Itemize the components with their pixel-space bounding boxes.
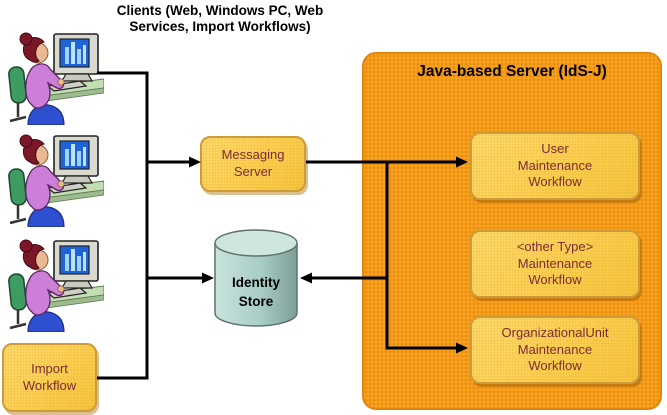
client-workstation-1 — [4, 29, 104, 125]
user-maintenance-workflow-label: User Maintenance Workflow — [517, 140, 593, 190]
other-type-maintenance-workflow-node: <other Type> Maintenance Workflow — [470, 230, 640, 298]
person-at-computer-icon — [4, 29, 104, 125]
user-maintenance-workflow-node: User Maintenance Workflow — [470, 132, 640, 200]
clients-group-title: Clients (Web, Windows PC, Web Services, … — [116, 3, 324, 35]
other-type-maintenance-workflow-label: <other Type> Maintenance Workflow — [516, 238, 594, 288]
client-trunk-line — [97, 71, 149, 380]
java-server-group: Java-based Server (IdS-J) User Maintenan… — [362, 52, 662, 410]
organizationalunit-maintenance-workflow-node: OrganizationalUnit Maintenance Workflow — [470, 316, 640, 384]
arrowhead-into-identity-right — [300, 272, 312, 284]
java-server-title: Java-based Server (IdS-J) — [417, 63, 607, 80]
identity-store-node: Identity Store — [213, 228, 299, 328]
messaging-server-label: Messaging Server — [221, 147, 285, 179]
import-workflow-node: Import Workflow — [2, 343, 97, 412]
client-workstation-2 — [4, 131, 104, 227]
client-workstation-3 — [4, 236, 104, 332]
identity-store-label: Identity Store — [231, 275, 280, 309]
import-workflow-label: Import Workflow — [22, 360, 77, 393]
person-at-computer-icon — [4, 131, 104, 227]
person-at-computer-icon — [4, 236, 104, 332]
organizationalunit-maintenance-workflow-label: OrganizationalUnit Maintenance Workflow — [501, 324, 609, 374]
database-cylinder-icon — [214, 229, 298, 327]
messaging-server-node: Messaging Server — [200, 136, 306, 192]
